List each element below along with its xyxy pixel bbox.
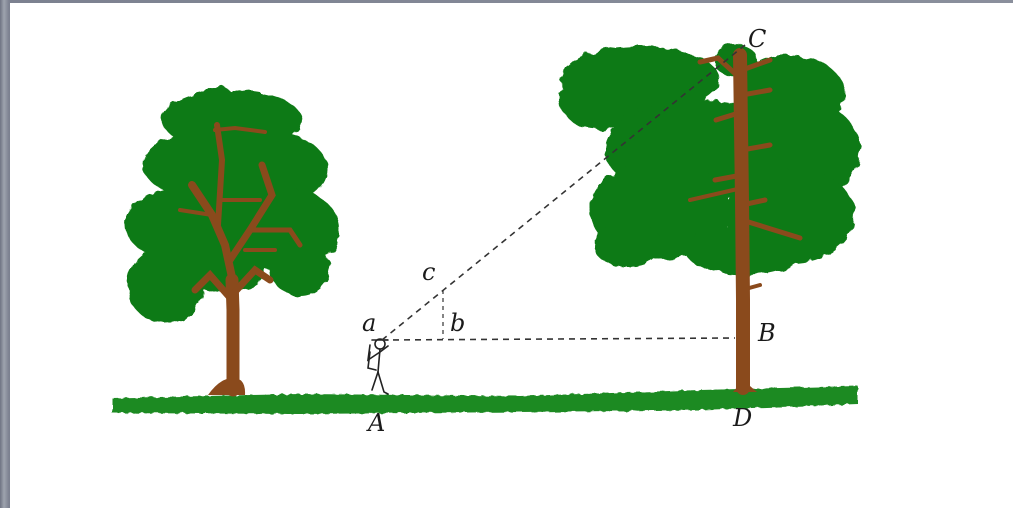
observer-figure bbox=[368, 339, 388, 394]
horizontal-line-a-to-b bbox=[382, 338, 735, 340]
label-b: b bbox=[450, 309, 465, 337]
label-a: a bbox=[362, 309, 376, 337]
label-A: A bbox=[366, 409, 385, 437]
left-tree bbox=[125, 86, 340, 395]
label-D: D bbox=[732, 404, 752, 432]
right-tree bbox=[560, 44, 860, 392]
label-B: B bbox=[757, 319, 776, 347]
label-c: c bbox=[422, 258, 435, 286]
left-tree-base bbox=[208, 378, 245, 395]
label-C: C bbox=[748, 25, 766, 53]
